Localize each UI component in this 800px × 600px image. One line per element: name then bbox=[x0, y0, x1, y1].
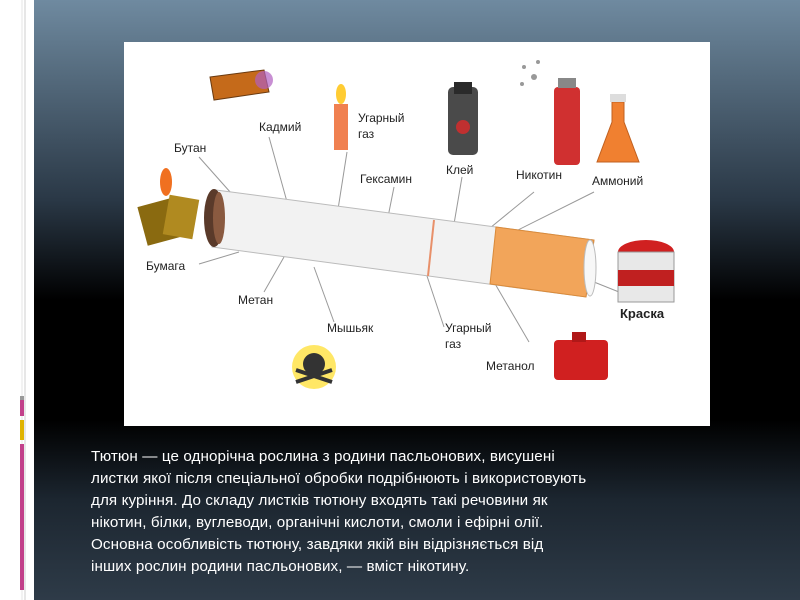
label-kadmiy: Кадмий bbox=[259, 120, 301, 134]
caption-line: листки якої після спеціальної обробки по… bbox=[91, 470, 587, 487]
label-kley: Клей bbox=[446, 163, 473, 177]
label-ugarny-gaz-2-b: газ bbox=[445, 337, 462, 351]
label-ammoniy: Аммоний bbox=[592, 174, 643, 188]
caption-line: Основна особливість тютюну, завдяки якій… bbox=[91, 536, 544, 553]
cigarette-icon bbox=[204, 189, 597, 298]
accent-bar-yellow bbox=[20, 420, 24, 440]
label-mysh: Мышьяк bbox=[327, 321, 374, 335]
battery-icon bbox=[209, 69, 273, 101]
caption-line: нікотин, білки, вуглеводи, органічні кис… bbox=[91, 514, 544, 531]
cigarette-ingredients-illustration: Кадмий Угарный газ Бутан Клей Гексамин Н… bbox=[124, 42, 710, 426]
label-butan: Бутан bbox=[174, 141, 206, 155]
candle-icon bbox=[334, 84, 348, 150]
accent-bar-magenta bbox=[20, 444, 24, 590]
label-ugarny-gaz-1: Угарный bbox=[358, 111, 405, 125]
caption-line: інших рослин родини пасльонових, — вміст… bbox=[91, 558, 470, 575]
label-kraska: Краска bbox=[620, 306, 665, 321]
label-ugarny-gaz-2: Угарный bbox=[445, 321, 492, 335]
label-bumaga: Бумага bbox=[146, 259, 186, 273]
caption-line: Тютюн — це однорічна рослина з родини па… bbox=[91, 448, 555, 465]
paint-bucket-icon bbox=[617, 240, 675, 303]
label-geksamin: Гексамин bbox=[360, 172, 412, 186]
lighter-icon bbox=[137, 168, 200, 246]
spray-can-icon bbox=[520, 60, 580, 165]
flask-icon bbox=[596, 94, 640, 163]
label-metanol: Метанол bbox=[486, 359, 534, 373]
skull-crossbones-icon bbox=[292, 345, 336, 389]
label-ugarny-gaz-1-b: газ bbox=[358, 127, 375, 141]
gas-canister-icon bbox=[554, 332, 608, 380]
caption-line: для куріння. До складу листків тютюну вх… bbox=[91, 492, 548, 509]
label-metan: Метан bbox=[238, 293, 273, 307]
label-nikotin: Никотин bbox=[516, 168, 562, 182]
glue-bottle-icon bbox=[448, 82, 478, 155]
accent-bar-pink bbox=[20, 400, 24, 416]
caption-text: Тютюн — це однорічна рослина з родини па… bbox=[91, 446, 776, 578]
